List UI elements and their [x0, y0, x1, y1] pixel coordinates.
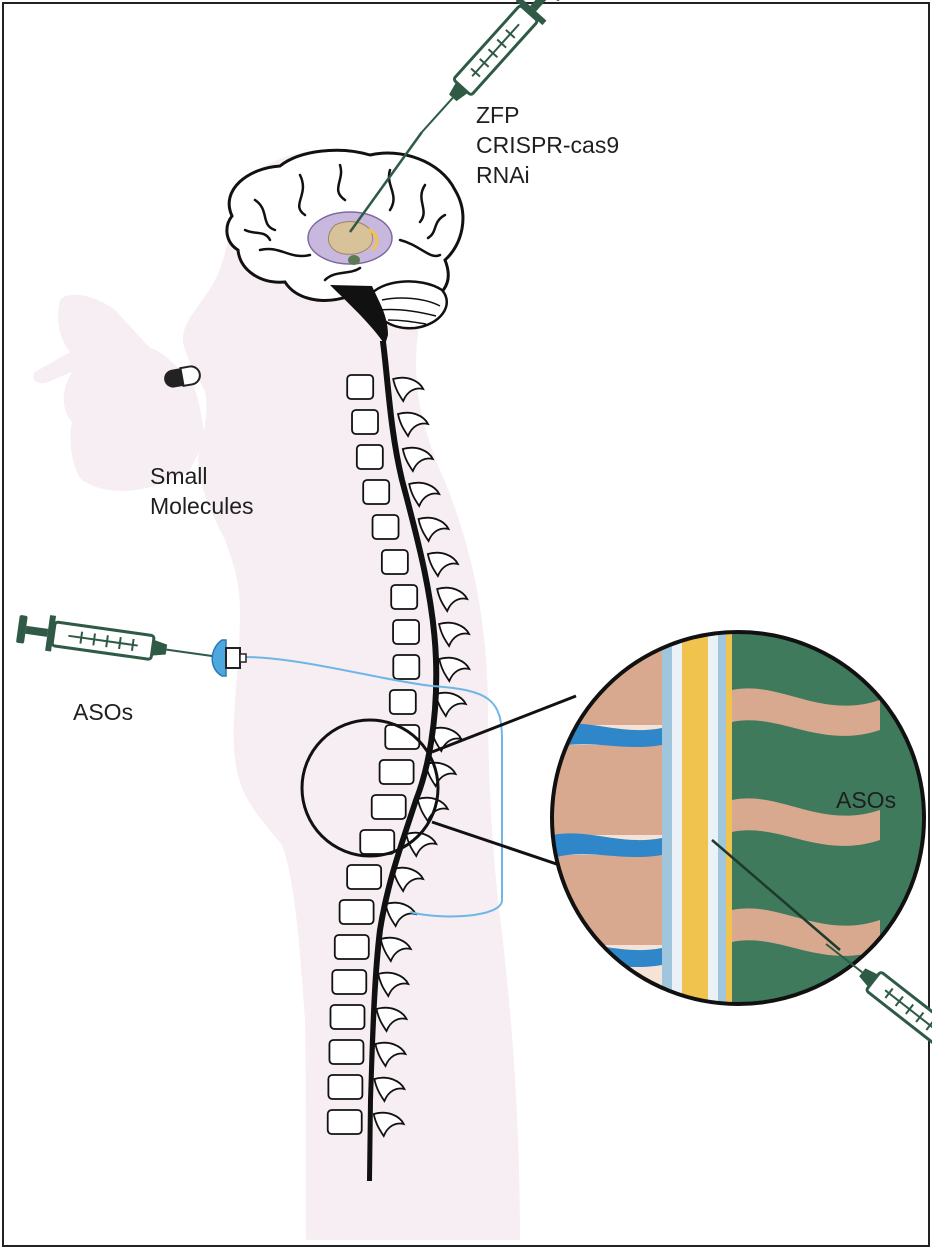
vertebra-body	[328, 1075, 362, 1099]
vertebra-body	[329, 1040, 363, 1064]
vertebra-body	[391, 585, 417, 609]
brain-therapy-label-zfp: ZFP	[476, 101, 519, 130]
oral-label-line1: Small	[150, 462, 208, 491]
vertebra-body	[330, 1005, 364, 1029]
vertebra-body	[347, 865, 381, 889]
vertebra-body	[373, 515, 399, 539]
brain-therapy-label-crispr: CRISPR-cas9	[476, 131, 619, 160]
vertebra-body	[372, 795, 406, 819]
vertebra-body	[340, 900, 374, 924]
vertebra-body	[393, 655, 419, 679]
caudate-region	[328, 222, 372, 255]
vertebra-body	[360, 830, 394, 854]
intrathecal-asos-label: ASOs	[836, 786, 896, 815]
vertebra-body	[390, 690, 416, 714]
vertebra-body	[328, 1110, 362, 1134]
brain-therapy-label-rnai: RNAi	[476, 161, 530, 190]
vertebra-body	[332, 970, 366, 994]
vertebra-body	[335, 935, 369, 959]
vertebra-body	[382, 550, 408, 574]
vertebra-body	[393, 620, 419, 644]
vertebra-body	[363, 480, 389, 504]
oral-label-line2: Molecules	[150, 492, 254, 521]
vertebra-body	[380, 760, 414, 784]
pump-asos-label: ASOs	[73, 698, 133, 727]
vertebra-body	[357, 445, 383, 469]
vertebra-body	[347, 375, 373, 399]
vertebra-body	[352, 410, 378, 434]
